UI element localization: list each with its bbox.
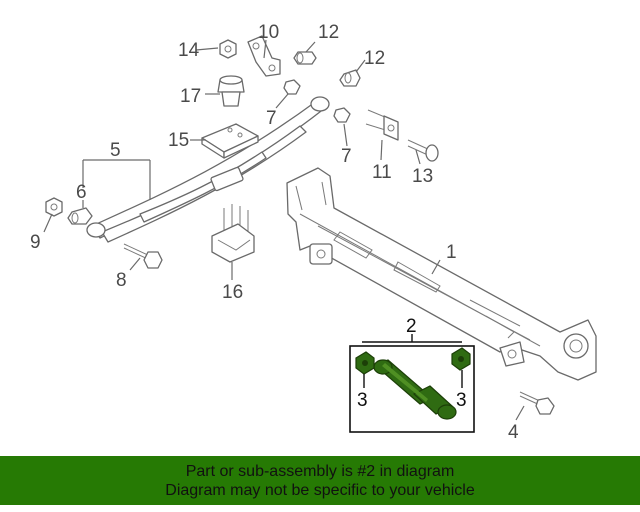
callout-8: 8 — [116, 270, 127, 291]
shock-bushing-right-part — [451, 347, 471, 371]
callout-6: 6 — [76, 182, 87, 203]
callout-3-right: 3 — [456, 390, 467, 411]
callout-16: 16 — [222, 282, 243, 303]
shackle-11-part — [365, 109, 399, 141]
bolt-8-part — [123, 243, 163, 269]
bolt-7a-part — [283, 79, 301, 95]
axle-frame-part — [286, 167, 597, 381]
callout-10: 10 — [258, 22, 279, 43]
callout-9: 9 — [30, 232, 41, 253]
nut-9-part — [45, 197, 63, 217]
callout-15: 15 — [168, 130, 189, 151]
leader-lines — [43, 39, 525, 421]
fitment-notice-banner: Part or sub-assembly is #2 in diagram Di… — [0, 456, 640, 505]
callout-7b: 7 — [341, 146, 352, 167]
banner-line-2: Diagram may not be specific to your vehi… — [165, 481, 475, 499]
callout-labels: 1 2 3 3 4 5 6 7 7 8 9 10 11 12 12 13 14 … — [30, 22, 519, 443]
callout-4: 4 — [508, 422, 519, 443]
bolt-7b-part — [333, 107, 351, 123]
bump-stop-part — [217, 75, 245, 107]
nut-14-part — [219, 39, 237, 59]
callout-13: 13 — [412, 166, 433, 187]
leaf-spring-part — [86, 96, 330, 243]
bushing-6-part — [67, 207, 93, 225]
bolt-13-part — [407, 139, 439, 162]
callout-12a: 12 — [318, 22, 339, 43]
callout-11: 11 — [372, 162, 392, 183]
shock-absorber-assembly — [349, 345, 475, 433]
callout-14: 14 — [178, 40, 200, 61]
bushing-12a-part — [293, 51, 317, 65]
callout-2: 2 — [406, 316, 417, 337]
callout-7a: 7 — [266, 108, 277, 129]
callout-1: 1 — [446, 242, 457, 263]
bushing-12b-part — [339, 69, 361, 87]
callout-12b: 12 — [364, 48, 385, 69]
callout-17: 17 — [180, 86, 201, 107]
shock-bushing-left-part — [355, 351, 375, 375]
parts-diagram: 1 2 3 3 4 5 6 7 7 8 9 10 11 12 12 13 14 … — [30, 22, 597, 443]
spring-plate-part — [201, 123, 259, 159]
shock-absorber-part — [373, 359, 457, 420]
callout-3-left: 3 — [357, 390, 368, 411]
bolt-4-part — [519, 391, 555, 415]
callout-5: 5 — [110, 140, 121, 161]
u-bolt-plate-part — [211, 204, 255, 263]
banner-line-1: Part or sub-assembly is #2 in diagram — [185, 462, 455, 480]
